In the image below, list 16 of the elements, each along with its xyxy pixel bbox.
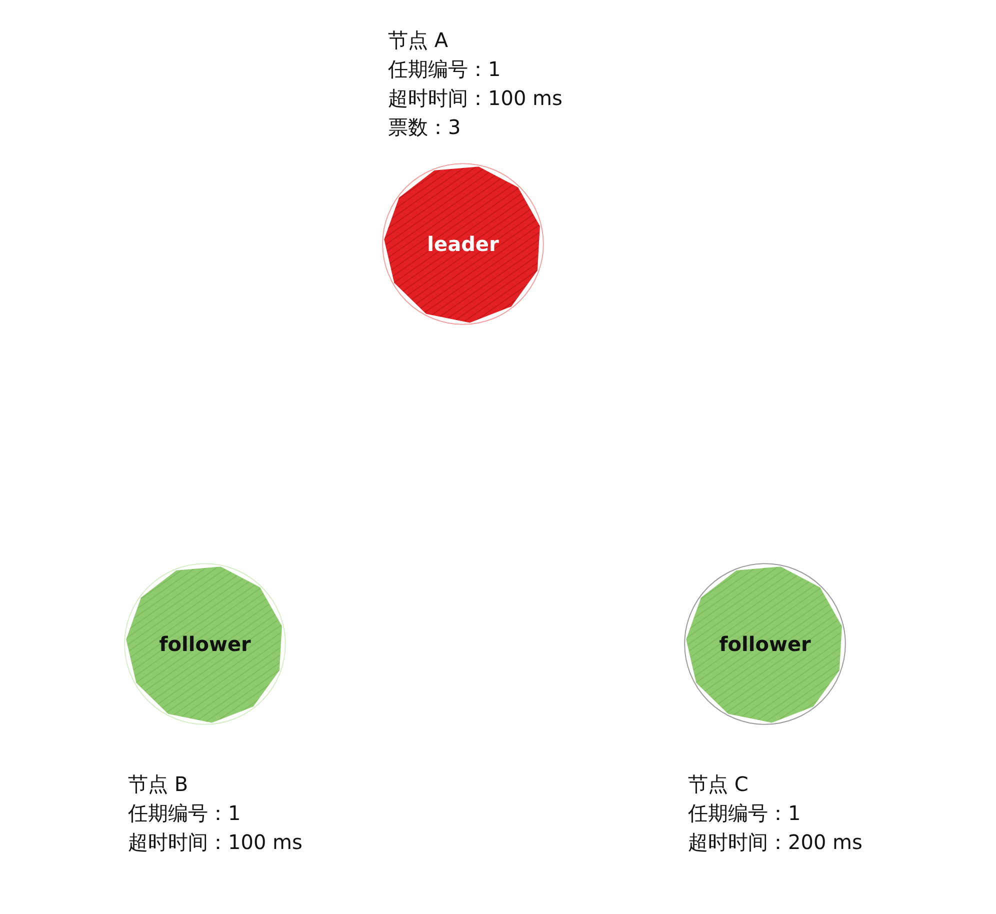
node-circle	[684, 563, 846, 725]
node-label: leader	[427, 232, 499, 256]
node-info-text: 超时时间：100 ms	[388, 85, 562, 112]
node-info-text: 超时时间：200 ms	[688, 829, 862, 856]
node-circle	[124, 563, 286, 725]
node-info-text: 任期编号：1	[388, 56, 501, 83]
node-info-text: 节点 C	[688, 771, 748, 798]
node-info-text: 节点 A	[388, 27, 448, 54]
node-label: follower	[159, 632, 251, 656]
node-info-text: 任期编号：1	[128, 800, 241, 827]
node-info-text: 节点 B	[128, 771, 188, 798]
node-info-text: 任期编号：1	[688, 800, 801, 827]
node-info-text: 超时时间：100 ms	[128, 829, 302, 856]
node-info-text: 票数：3	[388, 114, 461, 141]
node-label: follower	[719, 632, 811, 656]
node-circle	[382, 163, 544, 325]
